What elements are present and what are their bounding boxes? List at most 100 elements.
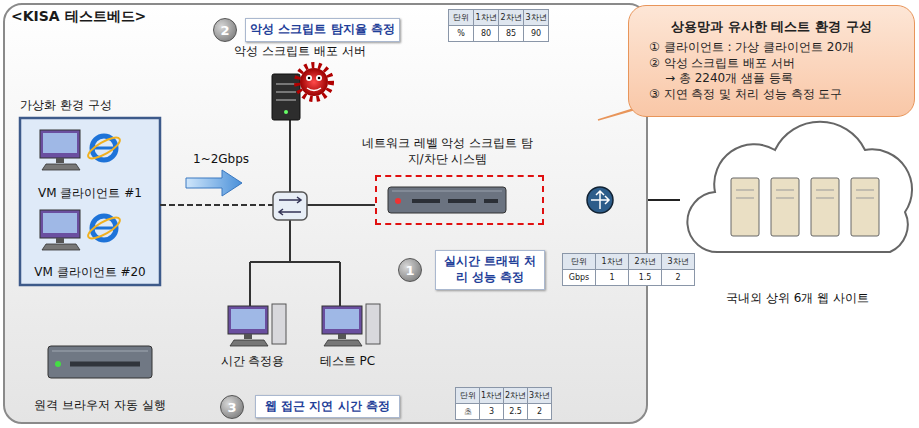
web-server-icon <box>736 190 754 198</box>
node-label: 악성 스크립트 탐지율 측정 <box>250 22 395 38</box>
pc-icon <box>85 214 122 242</box>
table-cell: 1차년 <box>473 9 499 26</box>
web-server-icon <box>731 178 879 236</box>
node-label: 상용망과 유사한 테스트 환경 구성 <box>639 19 904 36</box>
node-box: VM 클라이언트 #1 <box>28 126 152 202</box>
table-cell: 3 <box>479 403 504 420</box>
detection-device <box>392 191 502 192</box>
node-label: <KISA 테스트베드> <box>11 7 146 25</box>
testbed-panel <box>4 4 647 423</box>
pc-icon <box>43 213 77 233</box>
node-box: 원격 브라우저 자동 실행 <box>25 340 175 414</box>
callout-number: 1 <box>398 258 422 282</box>
remote-device <box>48 346 152 378</box>
remote-device <box>70 362 140 367</box>
table-cell: 단위 <box>455 387 480 404</box>
table-cell: Gbps <box>562 269 596 286</box>
node-box: 시간 측정용 <box>210 300 295 370</box>
bandwidth-label: 1~2Gbps <box>193 150 263 168</box>
table-cell: 1차년 <box>595 253 629 270</box>
detection-device <box>412 199 498 203</box>
network-wire <box>250 220 340 306</box>
table-cell: 80 <box>473 25 499 42</box>
table-cell: 1 <box>595 269 629 286</box>
virus-icon <box>297 65 331 99</box>
pc-icon <box>244 334 252 339</box>
table-cell: 2.5 <box>503 403 528 420</box>
table-cell: 2차년 <box>498 9 524 26</box>
node-label: 가상화 환경 구성 <box>20 98 112 114</box>
node-box: <KISA 테스트베드> 악성 스크립트 탐지율 측정악성 스크립트 배포 서버가… <box>3 3 648 424</box>
pc-icon <box>43 133 77 153</box>
pc-icon <box>40 210 123 250</box>
cloud-icon <box>687 122 912 252</box>
virus-icon <box>307 88 321 91</box>
virus-icon <box>308 77 311 80</box>
pc-icon <box>56 238 64 243</box>
bandwidth-arrow <box>186 170 242 196</box>
node-label: 원격 브라우저 자동 실행 <box>34 398 165 414</box>
server-icon <box>284 110 288 114</box>
virus-icon <box>316 75 322 81</box>
pc-icon <box>85 134 122 162</box>
web-server-icon <box>851 178 879 236</box>
node-box: 국내외 상위 6개 웹 사이트 <box>680 125 915 307</box>
detection-device <box>395 198 401 204</box>
pc-icon <box>40 210 80 238</box>
pc-icon <box>92 136 116 160</box>
node-label: 국내외 상위 6개 웹 사이트 <box>726 291 869 307</box>
table-cell: 2 <box>527 403 552 420</box>
table-cell: 3차년 <box>527 387 552 404</box>
node-label: 웹 접근 지연 시간 측정 <box>265 399 390 415</box>
detection-device <box>388 187 506 213</box>
node-box: 웹 접근 지연 시간 측정 <box>255 395 400 418</box>
callout-number: 3 <box>220 395 244 419</box>
node-box: 가상화 환경 구성VM 클라이언트 #1VM 클라이언트 #20 <box>20 118 160 285</box>
node-label: ③ 지연 측정 및 처리 성능 측정 도구 <box>639 87 904 103</box>
pc-icon <box>230 340 268 346</box>
remote-device <box>48 346 152 378</box>
pc-icon <box>92 216 116 240</box>
switch-icon <box>273 192 307 220</box>
pc-icon <box>322 306 362 334</box>
virus-icon <box>306 75 312 81</box>
pc-icon <box>40 130 80 158</box>
pc-icon <box>228 304 286 346</box>
node-label: 악성 스크립트 배포 서버 <box>234 44 365 60</box>
router-icon <box>591 191 609 209</box>
remote-device <box>52 351 148 352</box>
server-icon <box>276 84 296 100</box>
web-server-icon <box>816 190 834 198</box>
network-wire <box>307 204 375 206</box>
table-cell: 3차년 <box>661 253 695 270</box>
node-box: 테스트 PC <box>305 300 390 370</box>
table-cell: 90 <box>523 25 549 42</box>
node-box: 악성 스크립트 탐지율 측정 <box>245 18 400 42</box>
node-label: → 총 2240개 샘플 등록 <box>639 71 904 87</box>
node-label: 실시간 트래픽 처리 성능 측정 <box>442 254 538 285</box>
table-cell: 초 <box>455 403 480 420</box>
pc-icon <box>325 309 359 329</box>
table-cell: 단위 <box>448 9 474 26</box>
node-box: 악성 스크립트 배포 서버 <box>235 44 365 124</box>
table-cell: % <box>448 25 474 42</box>
web-server-icon <box>771 178 799 236</box>
vm-box <box>20 118 160 285</box>
table-cell: 2차년 <box>628 253 662 270</box>
bandwidth-arrow <box>186 170 242 196</box>
pc-icon <box>338 334 346 339</box>
node-label: 시간 측정용 <box>221 354 285 370</box>
server-icon <box>272 74 300 120</box>
virus-icon <box>297 65 331 99</box>
node-box: 상용망과 유사한 테스트 환경 구성① 클라이언트 : 가상 클라이언트 20개… <box>628 5 915 117</box>
web-server-icon <box>731 178 759 236</box>
server-icon <box>272 74 300 120</box>
node-label: VM 클라이언트 #1 <box>38 186 142 202</box>
vm-box <box>20 118 160 285</box>
detection-device <box>388 187 506 213</box>
node-box: 네트워크 레벨 악성 스크립트 탐지/차단 시스템 <box>375 175 544 225</box>
callout-number: 2 <box>213 18 237 42</box>
virus-icon <box>318 77 321 80</box>
node-label: 테스트 PC <box>320 354 375 370</box>
